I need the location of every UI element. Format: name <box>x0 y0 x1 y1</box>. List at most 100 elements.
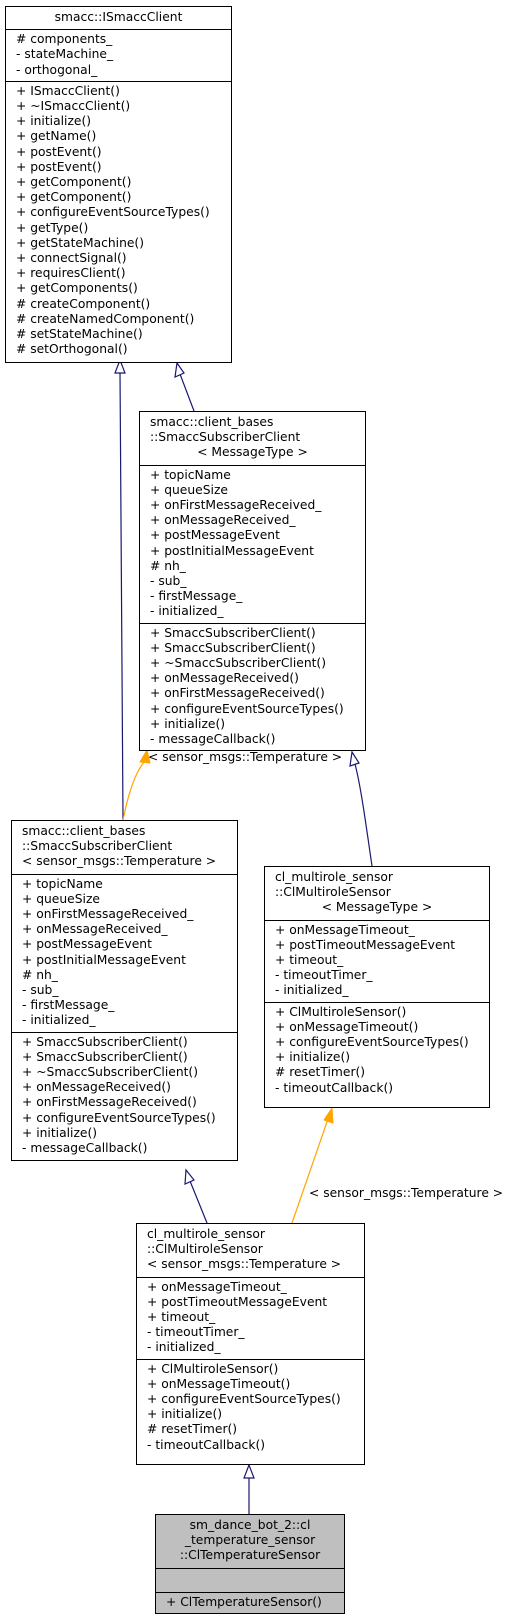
method: - messageCallback() <box>150 732 276 747</box>
class-title: sm_dance_bot_2::cl _temperature_sensor :… <box>156 1515 344 1568</box>
method: + postEvent() <box>16 159 102 174</box>
attribute: - initialized_ <box>150 604 224 619</box>
class-cl-temperature-sensor[interactable]: sm_dance_bot_2::cl _temperature_sensor :… <box>155 1514 345 1614</box>
attributes-section: + topicName + queueSize + onFirstMessage… <box>140 464 365 623</box>
class-title-line: < MessageType > <box>321 900 433 915</box>
methods-section: + ClMultiroleSensor() + onMessageTimeout… <box>265 1001 489 1099</box>
method: + SmaccSubscriberClient() <box>150 640 316 655</box>
method: + SmaccSubscriberClient() <box>22 1049 188 1064</box>
method: # resetTimer() <box>147 1422 238 1437</box>
attribute: + timeout_ <box>275 953 344 968</box>
attribute: + postMessageEvent <box>22 937 152 952</box>
class-title-line: ::SmaccSubscriberClient <box>22 839 173 854</box>
attribute: + queueSize <box>150 482 228 497</box>
method: - timeoutCallback() <box>147 1437 266 1452</box>
inheritance-arrowhead <box>114 358 126 374</box>
inheritance-arrowhead <box>174 361 185 378</box>
attribute: + timeout_ <box>147 1310 216 1325</box>
attribute: + postTimeoutMessageEvent <box>275 937 456 952</box>
method: + ISmaccClient() <box>16 83 120 98</box>
method: + getComponents() <box>16 281 138 296</box>
method: + onFirstMessageReceived() <box>150 686 325 701</box>
method: + onMessageReceived() <box>22 1080 171 1095</box>
attribute: # nh_ <box>22 967 58 982</box>
method: + ClTemperatureSensor() <box>166 1594 322 1609</box>
class-title: smacc::ISmaccClient <box>6 7 231 29</box>
method: + ClMultiroleSensor() <box>147 1361 279 1376</box>
method: + getComponent() <box>16 175 132 190</box>
template-label-subscriber: < sensor_msgs::Temperature > <box>148 750 343 764</box>
class-title-line: cl_multirole_sensor <box>147 1227 265 1241</box>
method: + configureEventSourceTypes() <box>150 701 344 716</box>
method: + ClMultiroleSensor() <box>275 1004 407 1019</box>
template-arrowhead <box>139 748 151 764</box>
method: # createNamedComponent() <box>16 311 195 326</box>
attribute: + topicName <box>22 876 103 891</box>
class-title-line: smacc::ISmaccClient <box>54 10 183 24</box>
class-multirole-sensor-temperature[interactable]: cl_multirole_sensor ::ClMultiroleSensor … <box>136 1223 365 1465</box>
attribute: + postInitialMessageEvent <box>150 543 314 558</box>
methods-section: + ISmaccClient() + ~ISmaccClient() + ini… <box>6 80 231 361</box>
inheritance-arrowhead <box>349 750 360 767</box>
class-title-line: ::ClTemperatureSensor <box>179 1548 321 1563</box>
method: + initialize() <box>22 1125 98 1140</box>
inheritance-edge-subscriber-to-ismacc <box>119 370 124 821</box>
method: + onMessageReceived() <box>150 671 299 686</box>
attribute: + postMessageEvent <box>150 528 280 543</box>
method: # createComponent() <box>16 296 151 311</box>
inheritance-edge-subscriber-template-to-ismacc <box>179 373 195 412</box>
attribute: - firstMessage_ <box>150 589 243 604</box>
attribute: + onFirstMessageReceived_ <box>22 907 194 922</box>
method: + getComponent() <box>16 190 132 205</box>
attribute: # nh_ <box>150 558 186 573</box>
class-subscriber-client-temperature[interactable]: smacc::client_bases ::SmaccSubscriberCli… <box>11 820 238 1161</box>
attribute: - stateMachine_ <box>16 47 114 62</box>
method: + onMessageTimeout() <box>147 1376 291 1391</box>
attribute: + topicName <box>150 467 231 482</box>
method: + initialize() <box>150 716 226 731</box>
attribute: - sub_ <box>22 983 59 998</box>
method: + requiresClient() <box>16 266 126 281</box>
attribute: - orthogonal_ <box>16 62 98 77</box>
method: + configureEventSourceTypes() <box>22 1110 216 1125</box>
methods-section: + SmaccSubscriberClient() + SmaccSubscri… <box>140 622 365 751</box>
class-title-line: smacc::client_bases <box>22 824 146 838</box>
method: + connectSignal() <box>16 251 127 266</box>
attributes-section: # components_ - stateMachine_ - orthogon… <box>6 29 231 81</box>
class-multirole-sensor-template[interactable]: cl_multirole_sensor ::ClMultiroleSensor … <box>264 866 490 1108</box>
method: + initialize() <box>275 1050 351 1065</box>
inheritance-arrowhead <box>243 1463 255 1479</box>
methods-section: + ClTemperatureSensor() <box>156 1591 344 1613</box>
method: + getStateMachine() <box>16 235 145 250</box>
attribute: - initialized_ <box>147 1340 221 1355</box>
method: # resetTimer() <box>275 1065 366 1080</box>
attribute: + onMessageTimeout_ <box>147 1279 287 1294</box>
method: # setOrthogonal() <box>16 342 128 357</box>
method: + onFirstMessageReceived() <box>22 1095 197 1110</box>
inheritance-edge-multirole-to-subscriber <box>189 1180 208 1224</box>
class-title-line: smacc::client_bases <box>150 415 274 429</box>
class-ismacc-client[interactable]: smacc::ISmaccClient # components_ - stat… <box>5 6 232 363</box>
method: + SmaccSubscriberClient() <box>150 625 316 640</box>
class-subscriber-client-template[interactable]: smacc::client_bases ::SmaccSubscriberCli… <box>139 411 366 751</box>
attribute: + queueSize <box>22 891 100 906</box>
method: + onMessageTimeout() <box>275 1019 419 1034</box>
class-title: smacc::client_bases ::SmaccSubscriberCli… <box>12 821 237 874</box>
attributes-section: + topicName + queueSize + onFirstMessage… <box>12 873 237 1032</box>
attributes-section: + onMessageTimeout_ + postTimeoutMessage… <box>137 1276 364 1359</box>
inheritance-arrowhead <box>184 1168 195 1185</box>
class-title-line: ::ClMultiroleSensor <box>147 1242 263 1257</box>
method: + initialize() <box>16 114 92 129</box>
inheritance-edge-multirole-template-to-subscriber <box>354 763 373 867</box>
attribute: + postInitialMessageEvent <box>22 952 186 967</box>
method: + configureEventSourceTypes() <box>16 205 210 220</box>
method: + postEvent() <box>16 144 102 159</box>
attribute: - initialized_ <box>22 1013 96 1028</box>
method: + ~SmaccSubscriberClient() <box>150 656 327 671</box>
attributes-section <box>156 1567 344 1592</box>
class-title-line: _temperature_sensor <box>184 1533 316 1548</box>
class-title: smacc::client_bases ::SmaccSubscriberCli… <box>140 412 365 465</box>
method: - timeoutCallback() <box>275 1080 394 1095</box>
method: - messageCallback() <box>22 1141 148 1156</box>
